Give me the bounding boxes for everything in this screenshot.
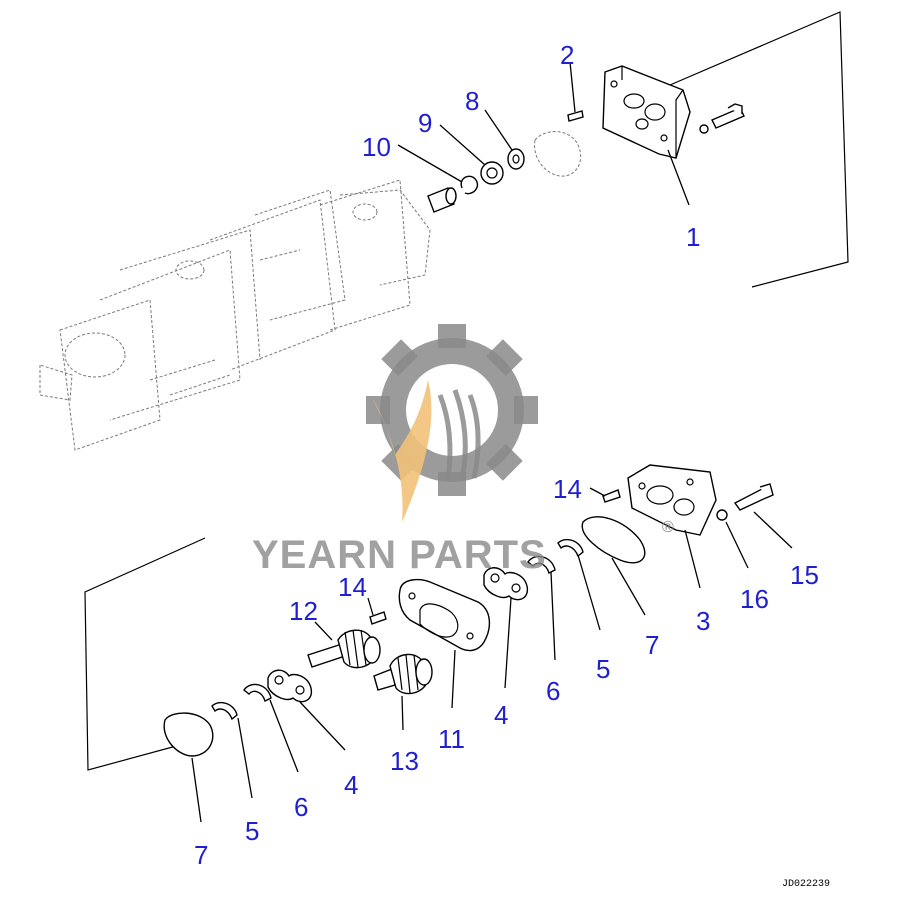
callout-label: 11	[438, 724, 465, 754]
cover-bolt	[699, 103, 745, 134]
callout-label: 10	[362, 132, 391, 162]
reference-code: JD022239	[782, 879, 830, 890]
callout-label: 12	[289, 596, 318, 626]
registered-mark: ®	[662, 519, 674, 536]
callout-label: 6	[294, 792, 308, 822]
part-7-seal-upper	[581, 516, 646, 564]
leader-lines	[191, 61, 793, 823]
part-4-wear-plate-lower	[267, 669, 313, 703]
bushing	[427, 187, 457, 213]
part-3-end-cover	[627, 464, 717, 536]
callout-label: 4	[344, 770, 358, 800]
callout-label: 14	[338, 572, 367, 602]
callout-label: 9	[418, 108, 432, 138]
part-12-drive-gear	[307, 629, 381, 669]
callout-label: 1	[686, 222, 700, 252]
callout-label: 15	[790, 560, 819, 590]
part-14-dowel-pin-upper	[602, 489, 621, 503]
part-8-washer	[507, 148, 525, 170]
gear-tooth	[485, 339, 523, 377]
pump-assembly-ghost	[39, 179, 431, 451]
part-9-bearing	[480, 161, 504, 185]
cover-o-ring	[534, 131, 582, 177]
watermark-text: YEARN PARTS	[252, 533, 547, 577]
part-7-seal-lower	[163, 712, 214, 757]
part-1-end-cover	[602, 65, 691, 159]
part-14-dowel-pin-lower	[369, 611, 387, 625]
gear-icon	[366, 324, 538, 496]
part-6-seal-ring-lower	[243, 683, 272, 702]
callout-label: 16	[740, 584, 769, 614]
gear-tooth	[381, 339, 419, 377]
callout-labels: 2 8 9 10 1 14 15 16 3 7 5 6 4 11 12 13 1…	[194, 40, 819, 870]
leaf-stripes	[437, 389, 481, 481]
callout-label: 8	[465, 86, 479, 116]
callout-label: 7	[194, 840, 208, 870]
gear-tooth	[485, 443, 523, 481]
part-5-backup-ring-lower	[211, 701, 238, 721]
part-15-bolt	[733, 483, 774, 511]
part-11-gear-housing	[398, 578, 491, 652]
callout-label: 2	[560, 40, 574, 70]
part-6-seal-ring-upper	[527, 555, 556, 574]
callout-label: 5	[596, 654, 610, 684]
part-16-washer	[716, 509, 728, 521]
leaf-icon	[372, 380, 432, 522]
callout-label: 14	[553, 474, 582, 504]
upper-frame	[669, 11, 849, 288]
part-10-snap-ring	[460, 175, 479, 195]
part-4-wear-plate-upper	[483, 567, 529, 601]
callout-label: 4	[494, 700, 508, 730]
part-5-backup-ring-upper	[557, 538, 584, 558]
callout-label: 3	[696, 606, 710, 636]
callout-label: 5	[245, 816, 259, 846]
callout-label: 7	[645, 630, 659, 660]
part-13-driven-gear	[373, 653, 433, 695]
part-2-dowel-pin	[567, 110, 584, 122]
callout-label: 13	[390, 746, 419, 776]
watermark: YEARN PARTS ®	[252, 324, 674, 577]
callout-label: 6	[546, 676, 560, 706]
lower-frame	[84, 537, 206, 771]
